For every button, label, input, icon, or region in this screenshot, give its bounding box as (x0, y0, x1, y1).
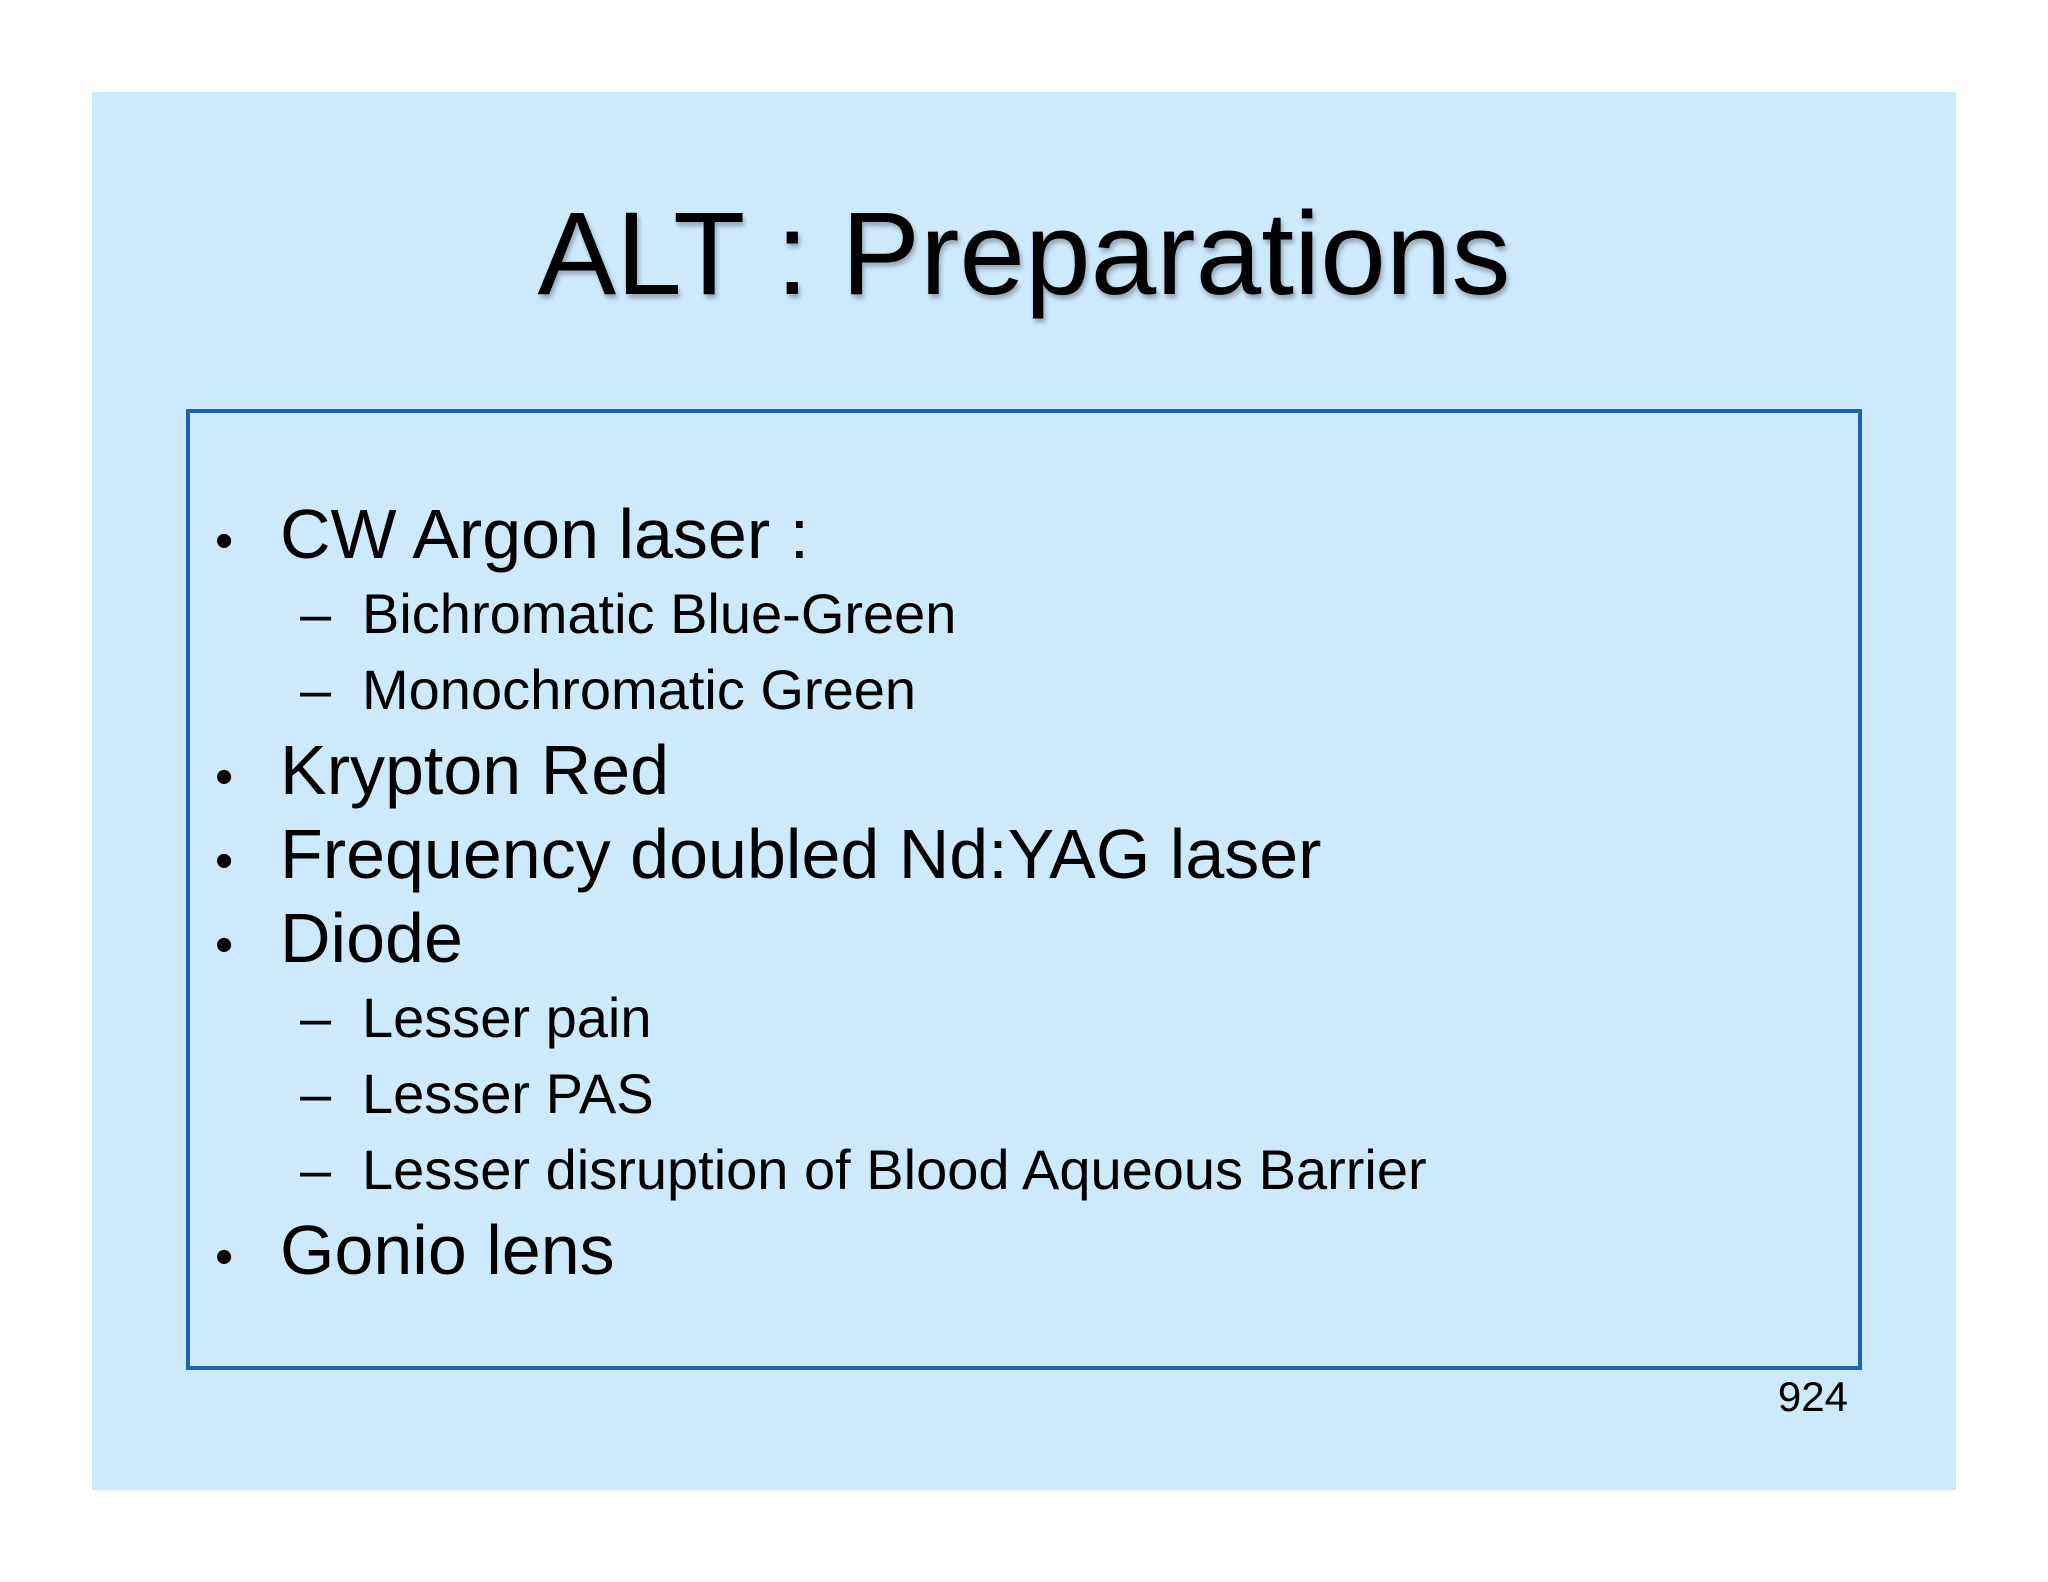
bullet-text: Krypton Red (280, 731, 670, 809)
dash-icon: – (300, 582, 332, 645)
dash-icon: – (300, 658, 332, 721)
bullet-item: • CW Argon laser : (190, 492, 1858, 576)
bullet-item: • Diode (190, 896, 1858, 980)
dash-icon: – (300, 1062, 332, 1125)
bullet-text: Lesser pain (362, 986, 652, 1049)
content-box: •CW Argon laser :–Bichromatic Blue-Green… (186, 409, 1862, 1370)
sub-bullet-item: –Lesser PAS (190, 1056, 1858, 1132)
bullet-text: CW Argon laser : (280, 495, 810, 573)
bullet-text: Bichromatic Blue-Green (362, 582, 957, 645)
bullet-text: Lesser disruption of Blood Aqueous Barri… (362, 1138, 1427, 1201)
bullet-text: Gonio lens (280, 1211, 615, 1289)
bullet-item: • Gonio lens (190, 1208, 1858, 1292)
bullet-text: Frequency doubled Nd:YAG laser (280, 815, 1322, 893)
bullet-list: •CW Argon laser :–Bichromatic Blue-Green… (190, 492, 1858, 1292)
bullet-dot-icon: • (215, 1228, 234, 1286)
sub-bullet-item: –Bichromatic Blue-Green (190, 576, 1858, 652)
sub-bullet-item: –Lesser disruption of Blood Aqueous Barr… (190, 1132, 1858, 1208)
slide-title: ALT : Preparations (537, 188, 1511, 320)
bullet-text: Monochromatic Green (362, 658, 917, 721)
page-number: 924 (1777, 1373, 1848, 1420)
slide: ALT : Preparations •CW Argon laser :–Bic… (92, 92, 1956, 1490)
bullet-dot-icon: • (215, 832, 234, 890)
bullet-dot-icon: • (215, 512, 234, 570)
bullet-item: • Frequency doubled Nd:YAG laser (190, 812, 1858, 896)
bullet-dot-icon: • (215, 916, 234, 974)
dash-icon: – (300, 986, 332, 1049)
dash-icon: – (300, 1138, 332, 1201)
sub-bullet-item: –Monochromatic Green (190, 652, 1858, 728)
bullet-item: • Krypton Red (190, 728, 1858, 812)
sub-bullet-item: –Lesser pain (190, 980, 1858, 1056)
bullet-dot-icon: • (215, 748, 234, 806)
bullet-text: Lesser PAS (362, 1062, 654, 1125)
bullet-text: Diode (280, 899, 463, 977)
